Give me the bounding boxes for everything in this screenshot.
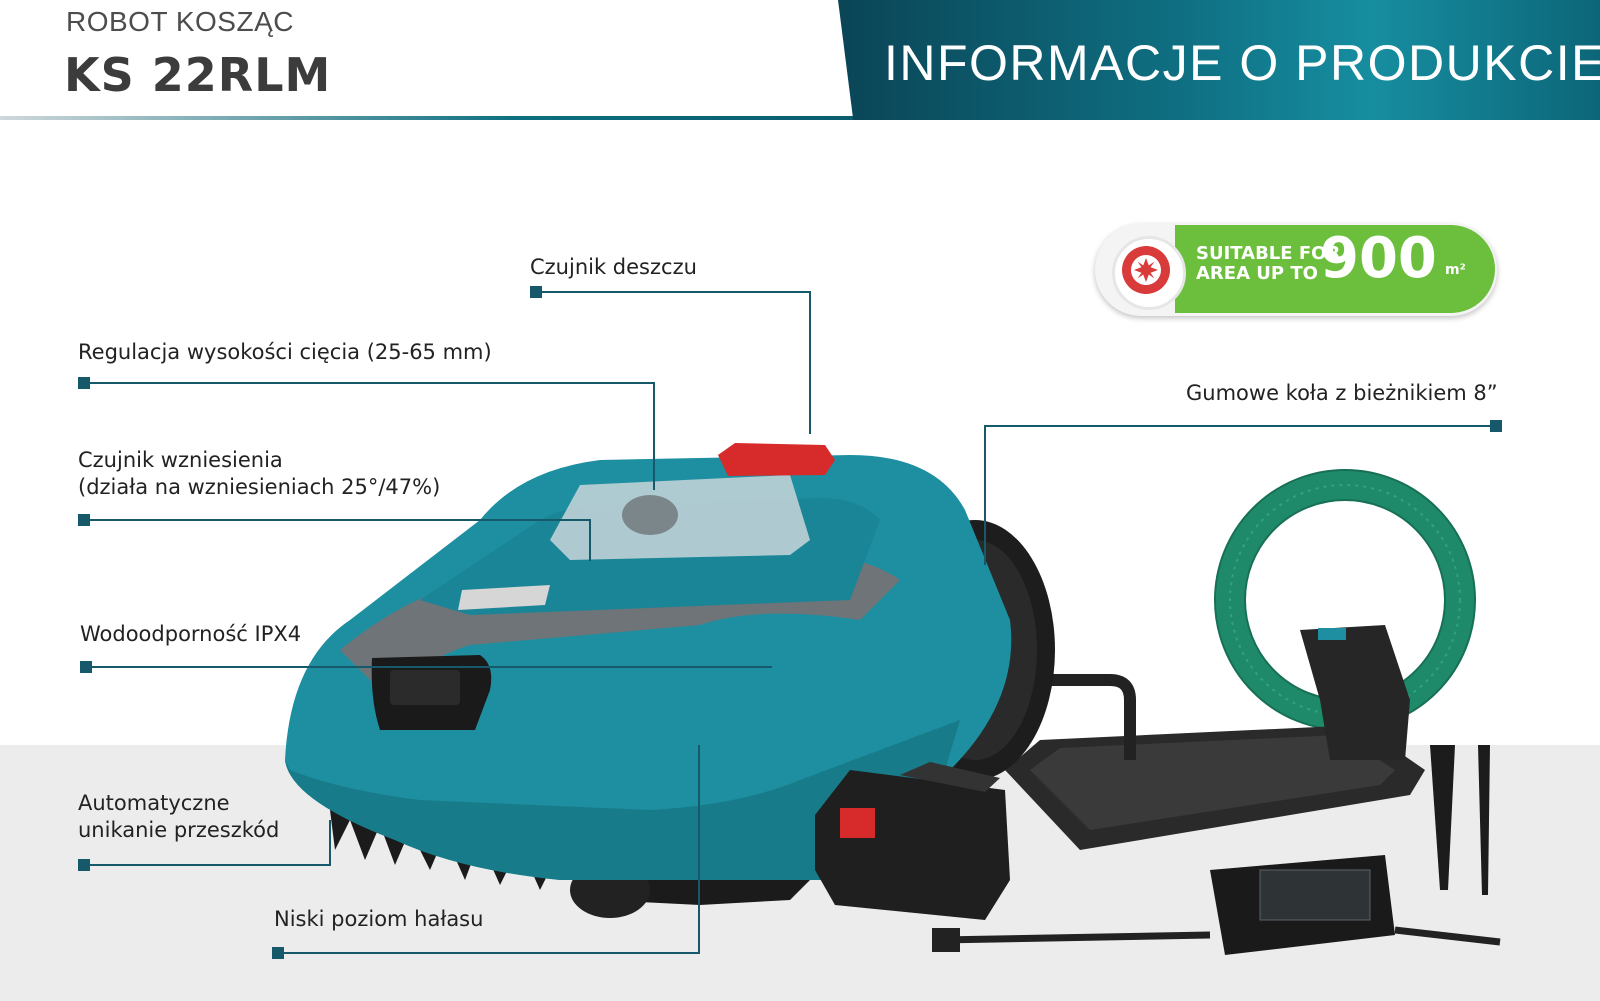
callout-line — [984, 425, 986, 565]
ground-pegs — [1430, 745, 1490, 895]
feature-obstacle-avoidance: Automatyczne unikanie przeszkód — [78, 790, 279, 844]
feature-obstacle-line1: Automatyczne — [78, 791, 230, 815]
area-badge-caption: SUITABLE FOR AREA UP TO — [1196, 244, 1340, 284]
callout-line — [698, 745, 700, 954]
battery-pack — [815, 762, 1010, 920]
callout-line — [329, 820, 331, 866]
callout-line — [984, 425, 1492, 427]
feature-lift-sensor-line2: (działa na wzniesieniach 25°/47%) — [78, 475, 441, 499]
feature-height-adjust: Regulacja wysokości cięcia (25-65 mm) — [78, 340, 492, 364]
feature-wheels: Gumowe koła z bieżnikiem 8” — [1186, 381, 1498, 405]
area-badge-line2: AREA UP TO — [1196, 263, 1318, 284]
area-badge-unit: m² — [1445, 262, 1466, 278]
area-badge-value: 900 — [1320, 226, 1437, 291]
header-banner — [838, 0, 1600, 120]
header-underline — [0, 116, 860, 120]
feature-rain-sensor: Czujnik deszczu — [530, 255, 697, 279]
blade-icon — [1112, 236, 1186, 310]
callout-line — [84, 864, 331, 866]
callout-line — [84, 382, 654, 384]
callout-line — [809, 291, 811, 434]
callout-line — [86, 666, 772, 668]
area-badge-fill — [1175, 225, 1495, 313]
feature-obstacle-line2: unikanie przeszkód — [78, 818, 280, 842]
callout-line — [653, 382, 655, 490]
callout-line — [536, 291, 811, 293]
feature-noise: Niski poziom hałasu — [274, 907, 484, 931]
charging-station — [989, 625, 1425, 850]
callout-line — [278, 952, 700, 954]
header — [0, 0, 860, 120]
callout-line — [84, 519, 591, 521]
banner-title: INFORMACJE O PRODUKCIE — [884, 35, 1600, 91]
feature-waterproof: Wodoodporność IPX4 — [80, 622, 302, 646]
callout-dot — [1490, 420, 1502, 432]
feature-lift-sensor: Czujnik wzniesienia (działa na wzniesien… — [78, 447, 440, 501]
product-category: ROBOT KOSZĄC — [66, 6, 294, 37]
area-badge-line1: SUITABLE FOR — [1196, 243, 1341, 264]
callout-line — [589, 519, 591, 561]
power-adapter — [932, 855, 1501, 955]
model-name: KS 22RLM — [64, 48, 332, 102]
feature-lift-sensor-line1: Czujnik wzniesienia — [78, 448, 283, 472]
